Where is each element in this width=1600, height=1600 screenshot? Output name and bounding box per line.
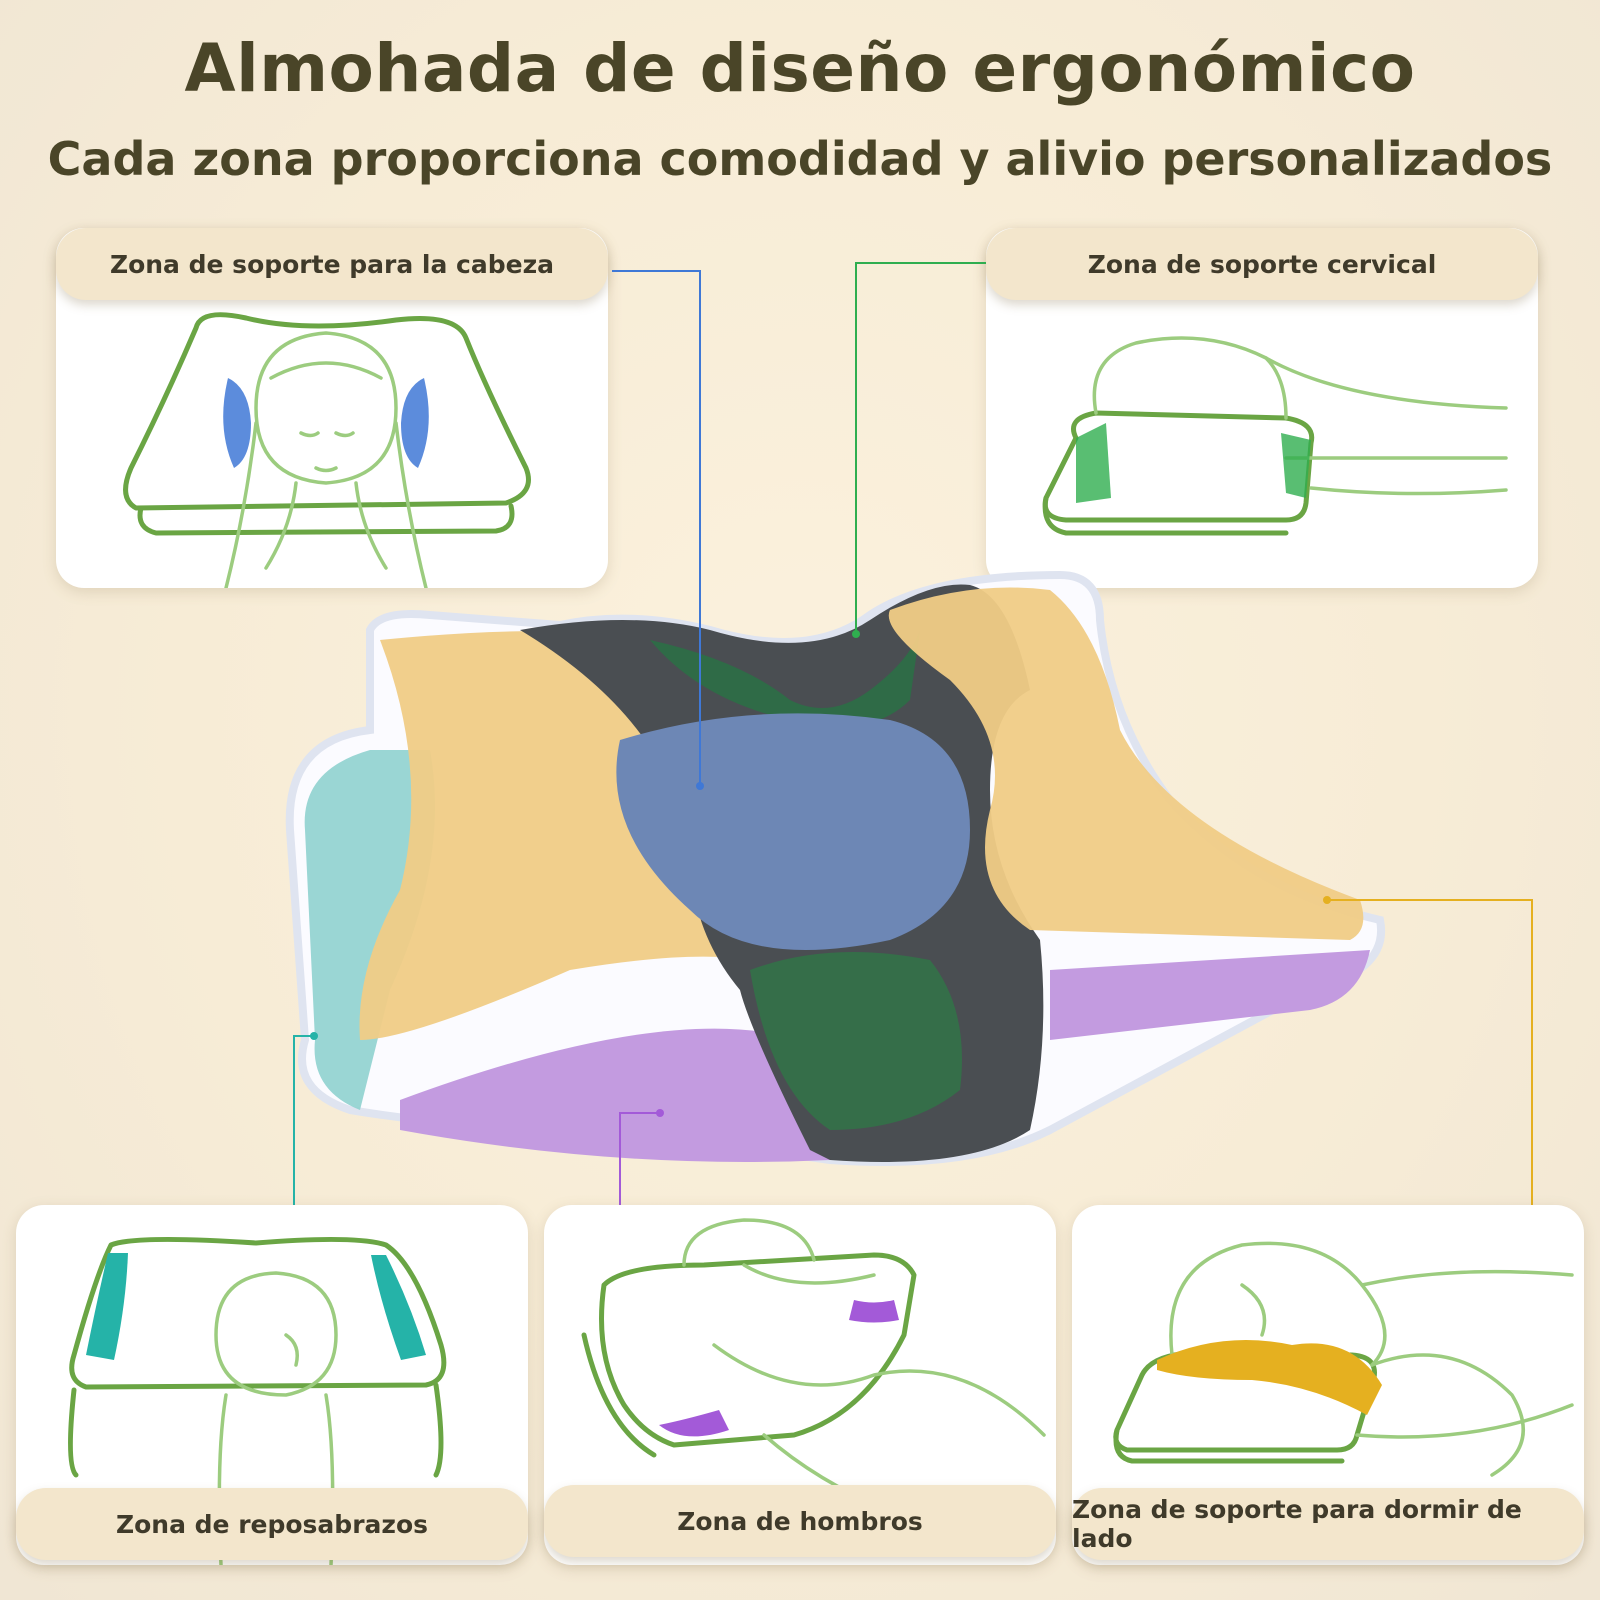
- armrest-zone-area: [304, 750, 435, 1110]
- head-zone-area: [616, 713, 970, 950]
- armrest-left-highlight: [86, 1253, 128, 1360]
- shoulder-zone-illustration: [581, 1218, 1046, 1537]
- shoulder-zone-label: Zona de hombros: [544, 1485, 1056, 1557]
- armrest-right-highlight: [371, 1255, 426, 1360]
- side-zone-illustration: [1113, 1241, 1574, 1477]
- side-zone-label: Zona de soporte para dormir de lado: [1072, 1488, 1584, 1560]
- cervical-zone-right-highlight: [1281, 433, 1311, 498]
- cervical-zone-area: [750, 952, 962, 1130]
- cervical-zone-illustration: [1042, 336, 1508, 536]
- pillow-illustration: [285, 570, 1386, 1166]
- armrest-zone-illustration: [67, 1236, 447, 1565]
- shoulder-zone-right-area: [1050, 950, 1370, 1040]
- armrest-zone-label: Zona de reposabrazos: [16, 1488, 528, 1560]
- cervical-zone-label: Zona de soporte cervical: [986, 228, 1538, 300]
- shoulder-zone-area: [400, 1028, 830, 1162]
- head-zone-left-highlight: [223, 378, 251, 468]
- shoulder-left-highlight: [659, 1410, 729, 1437]
- head-zone-illustration: [123, 312, 531, 588]
- head-zone-right-highlight: [401, 378, 429, 468]
- page-title: Almohada de diseño ergonómico: [184, 30, 1416, 107]
- side-zone-highlight: [1157, 1340, 1382, 1415]
- shoulder-right-highlight: [849, 1300, 899, 1323]
- head-zone-label: Zona de soporte para la cabeza: [56, 228, 608, 300]
- side-zone-right-area: [888, 587, 1364, 940]
- cervical-zone-left-highlight: [1076, 423, 1111, 503]
- page-subtitle: Cada zona proporciona comodidad y alivio…: [47, 132, 1553, 186]
